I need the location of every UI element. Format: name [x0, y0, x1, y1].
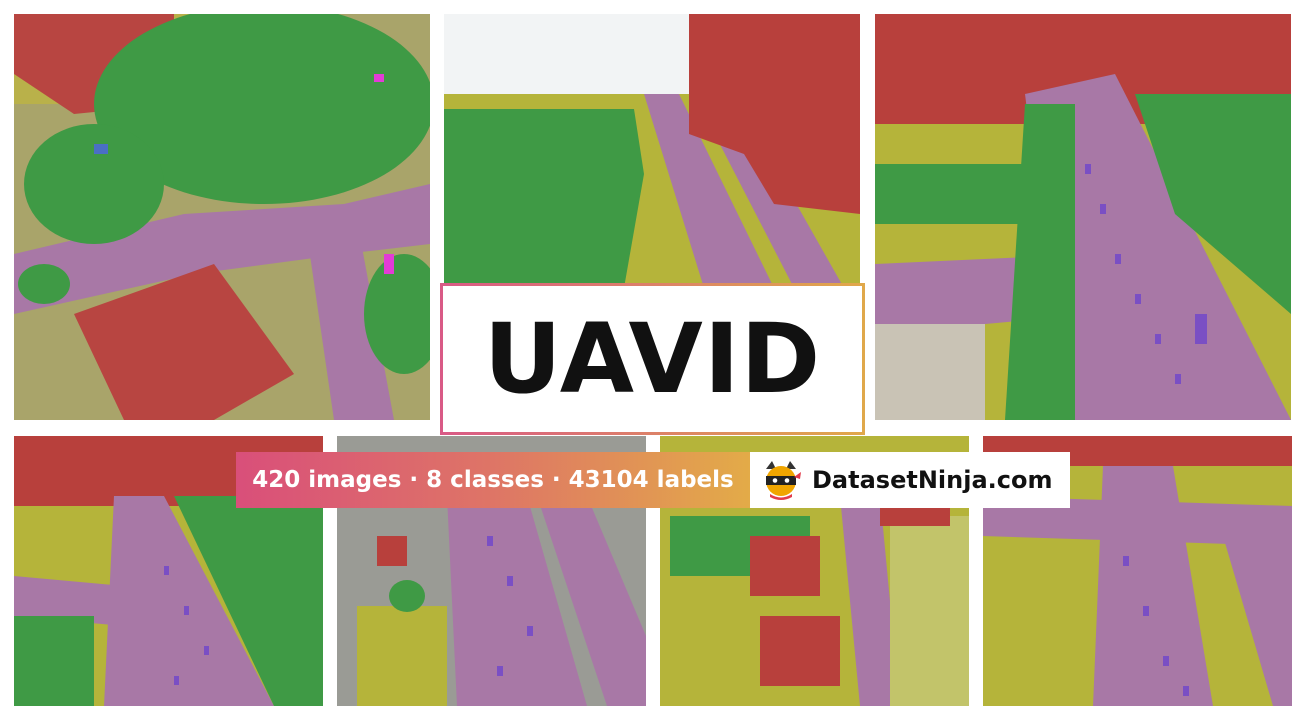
sample-image-7	[983, 436, 1292, 706]
stats-banner: 420 images · 8 classes · 43104 labels	[236, 452, 750, 508]
image-count: 420 images	[252, 467, 402, 493]
dataset-title: UAVID	[483, 303, 822, 415]
title-box: UAVID	[440, 283, 865, 435]
sample-image-4	[14, 436, 323, 706]
class-count: 8 classes	[426, 467, 544, 493]
ninja-cat-icon	[766, 461, 801, 500]
sample-image-3	[875, 14, 1291, 420]
separator: ·	[401, 467, 427, 493]
sample-image-2	[444, 14, 860, 288]
label-count: 43104 labels	[568, 467, 734, 493]
brand-name[interactable]: DatasetNinja.com	[812, 466, 1053, 494]
separator: ·	[543, 467, 569, 493]
brand-badge[interactable]: DatasetNinja.com	[750, 452, 1070, 508]
sample-image-1	[14, 14, 430, 420]
